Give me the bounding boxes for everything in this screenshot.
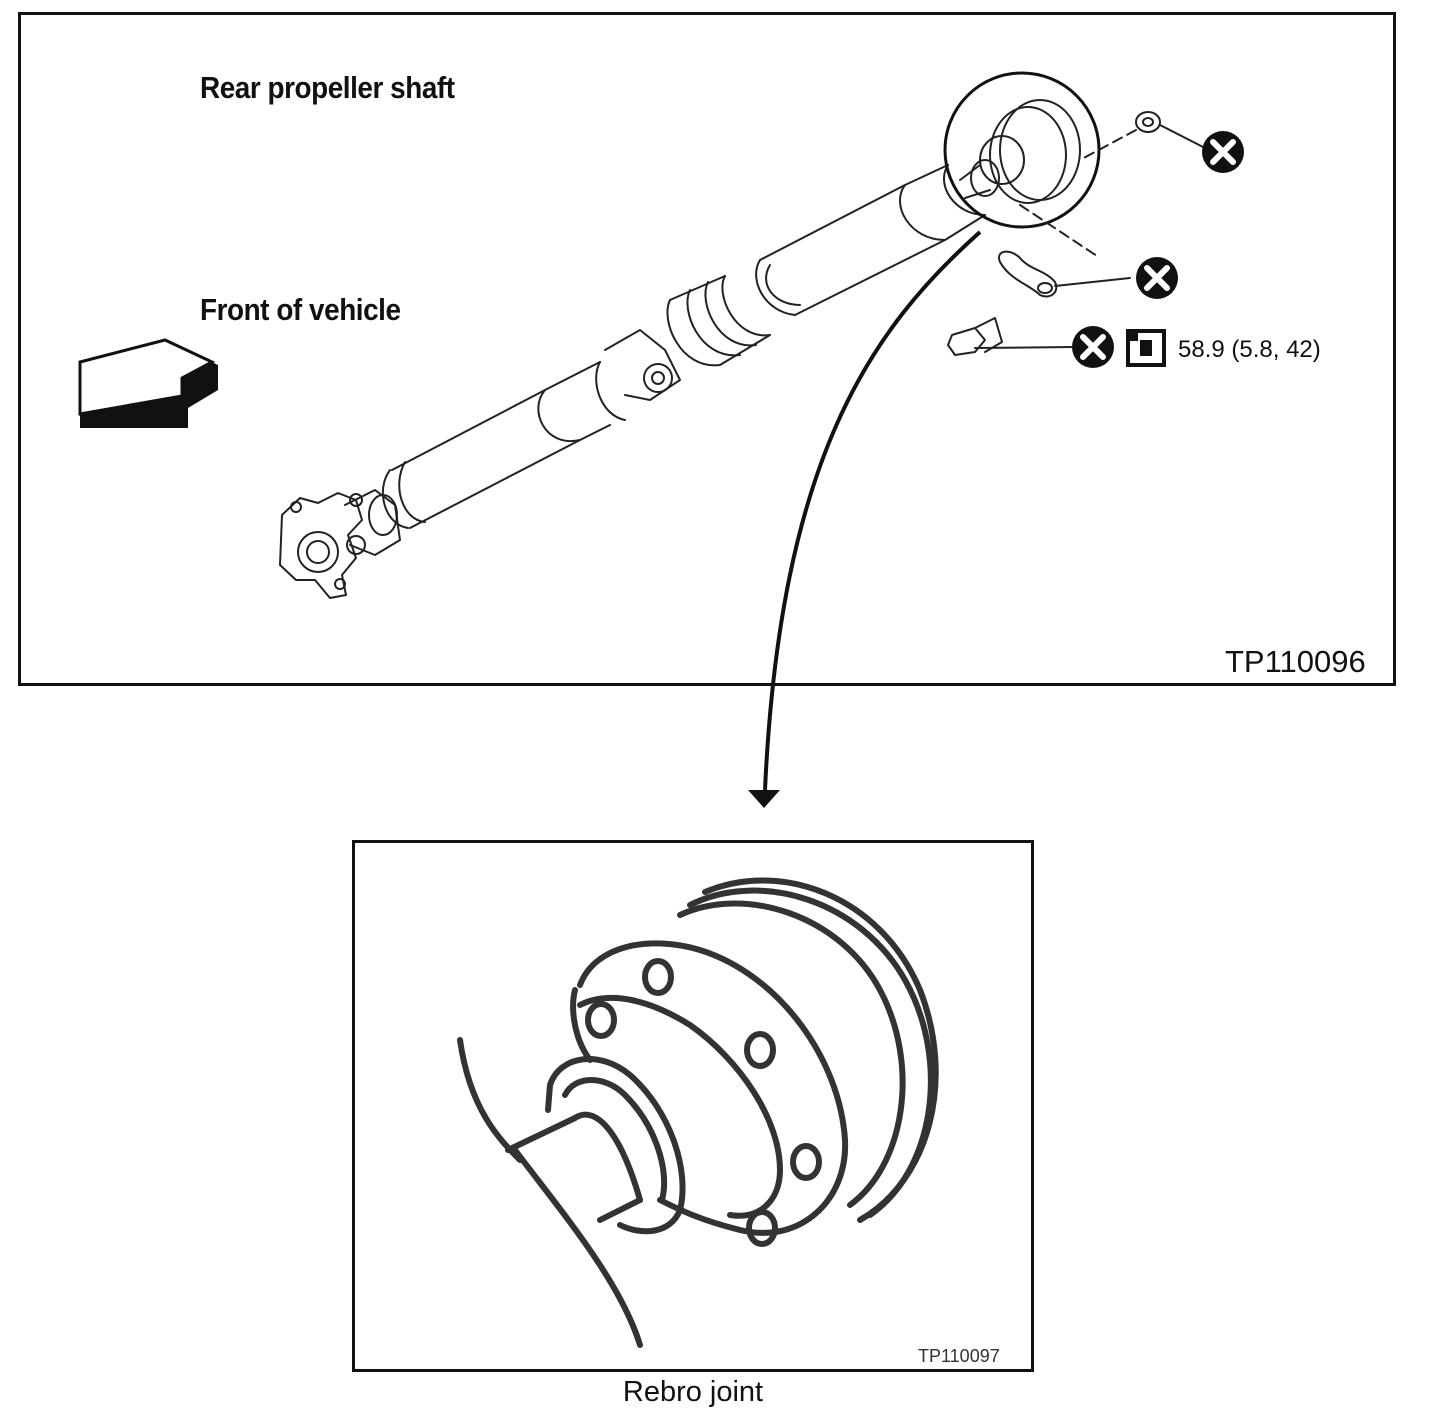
propeller-shaft-figure: [18, 12, 1396, 686]
front-of-vehicle-label: Front of vehicle: [200, 292, 401, 327]
figure-code-bottom: TP110097: [918, 1346, 1000, 1366]
replace-part-icon: [1202, 131, 1244, 173]
replace-part-icon: [1136, 257, 1178, 299]
rebro-joint-detail-figure: [352, 840, 1034, 1372]
replace-part-icon: [1072, 326, 1114, 368]
detail-caption: Rebro joint: [622, 1376, 764, 1408]
torque-spec: 58.9 (5.8, 42): [1178, 336, 1321, 363]
figure-title: Rear propeller shaft: [200, 70, 455, 105]
figure-code-top: TP110096: [1225, 644, 1366, 679]
torque-wrench-icon: [1126, 329, 1166, 367]
